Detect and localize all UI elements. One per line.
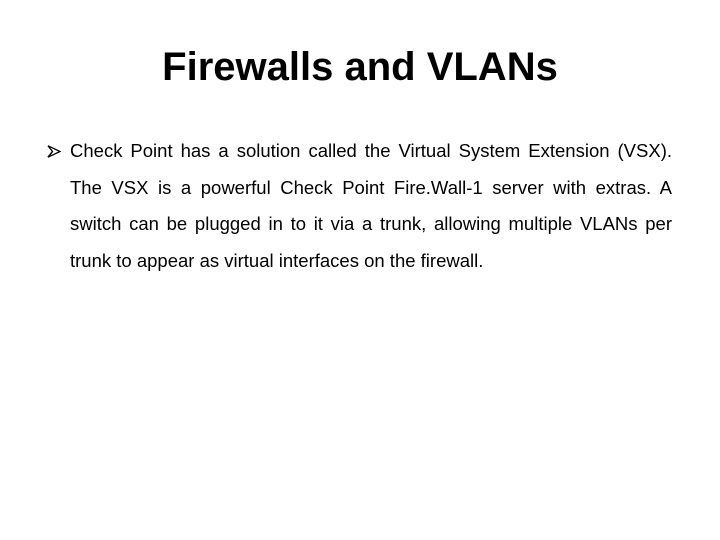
slide-title: Firewalls and VLANs [162, 45, 558, 89]
bullet-text: Check Point has a solution called the Vi… [70, 140, 672, 271]
arrow-bullet-icon [46, 133, 62, 170]
bullet-list: Check Point has a solution called the Vi… [46, 133, 672, 279]
bullet-item: Check Point has a solution called the Vi… [46, 133, 672, 279]
